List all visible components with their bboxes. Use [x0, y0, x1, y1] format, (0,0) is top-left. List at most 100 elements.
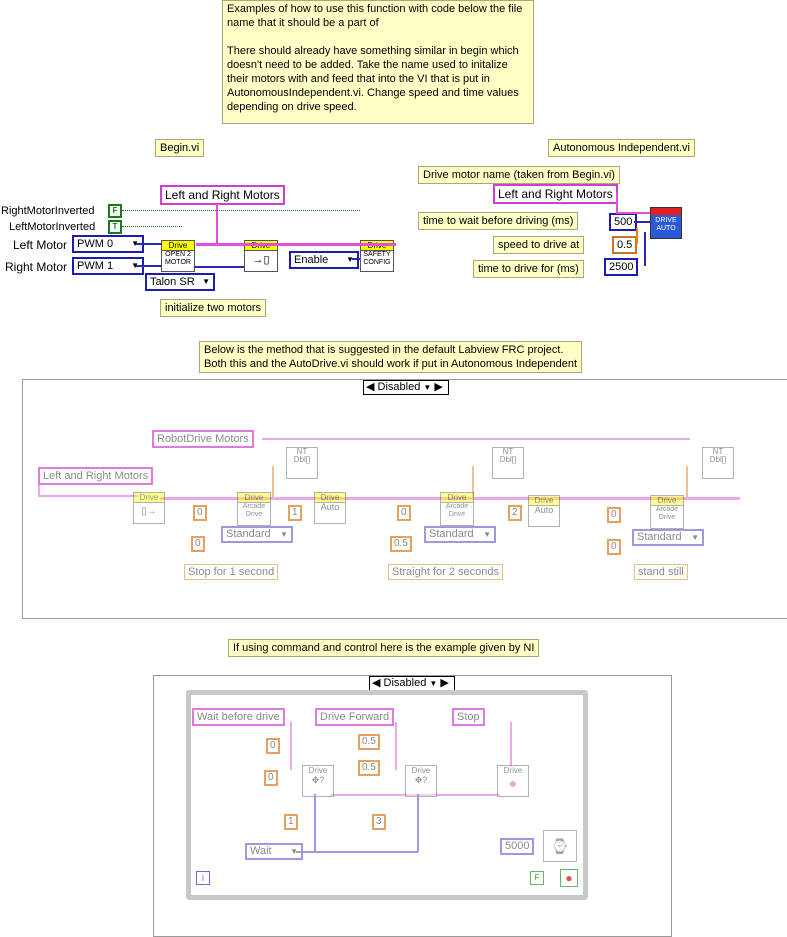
chevron-down-icon: ▼	[346, 255, 354, 264]
safety-enable-select[interactable]: Enable ▼	[289, 251, 359, 269]
pwm-wire	[136, 265, 162, 267]
step3-value-b[interactable]: 0	[607, 539, 621, 555]
refnum-icon: ▯→	[141, 506, 157, 517]
drive-time-input[interactable]: 2500	[604, 258, 639, 276]
arcade-drive-vi-2[interactable]: Drive Arcade Drive	[440, 492, 474, 526]
chevron-down-icon: ▼	[691, 533, 699, 542]
auto-vi-title: Autonomous Independent.vi	[548, 139, 695, 157]
default-case-selector[interactable]: ◀ Disabled ▼ ▶	[363, 380, 449, 395]
drive-auto-vi[interactable]: DRIVE AUTO	[650, 207, 682, 239]
chevron-down-icon: ▼	[131, 237, 139, 251]
chevron-down-icon: ▼	[280, 530, 288, 539]
arcade-drive-vi-1[interactable]: Drive Arcade Drive	[237, 492, 271, 526]
vi-text: Arcade Drive	[445, 503, 469, 518]
wait-enum-select[interactable]: Wait ▼	[245, 843, 303, 860]
decrement-icon: ◀	[366, 381, 375, 393]
step3-label: stand still	[634, 564, 688, 580]
step2-standard-select[interactable]: Standard ▼	[424, 526, 496, 543]
auto-motors-name-constant[interactable]: Left and Right Motors	[493, 184, 618, 204]
cc-pink-wire	[330, 794, 500, 796]
chevron-down-icon: ▼	[290, 847, 298, 856]
initialize-note: initialize two motors	[160, 299, 266, 317]
wait-before-drive-constant[interactable]: Wait before drive	[192, 708, 285, 726]
cc-pink-wire	[510, 722, 512, 766]
step2-value-a[interactable]: 0	[397, 505, 411, 521]
vi-header: Drive	[529, 496, 559, 506]
loop-iteration-terminal: i	[196, 871, 210, 885]
pwm-wire	[136, 243, 162, 245]
motors-wire-dim	[38, 485, 40, 497]
vi-text: Auto	[320, 502, 340, 512]
cc-drive-vi-2[interactable]: Drive ✥?	[405, 765, 437, 797]
speed-input[interactable]: 0.5	[612, 236, 638, 254]
auto-wait-vi-2[interactable]: Drive Auto	[528, 495, 560, 527]
cc-num-1[interactable]: 1	[284, 814, 298, 830]
step1-wait[interactable]: 1	[288, 505, 302, 521]
right-motor-pwm-select[interactable]: PWM 1 ▼	[72, 257, 144, 275]
auto-motors-wire	[616, 212, 650, 214]
increment-icon: ▶	[440, 677, 449, 689]
dropdown-icon: ▼	[423, 383, 432, 392]
chevron-down-icon: ▼	[483, 530, 491, 539]
arcade-drive-vi-3[interactable]: Drive Arcade Drive	[650, 495, 684, 529]
increment-icon: ▶	[434, 381, 443, 393]
command-control-note: If using command and control here is the…	[228, 639, 540, 657]
step3-standard-select[interactable]: Standard ▼	[632, 529, 704, 546]
nt-dbl-vi-2[interactable]: NT Dbl[]	[492, 447, 524, 479]
cc-value-0a[interactable]: 0	[266, 738, 280, 754]
cc-value-0b[interactable]: 0	[264, 770, 278, 786]
cc-enum-wire	[296, 851, 418, 853]
cc-drive-vi-1[interactable]: Drive ✥?	[302, 765, 334, 797]
while-loop	[186, 690, 588, 900]
cc-selector-value: Disabled	[383, 677, 427, 689]
step2-label: Straight for 2 seconds	[388, 564, 504, 580]
motors-wire-dim	[38, 495, 138, 497]
right-pwm-value: PWM 1	[77, 260, 114, 272]
right-motor-inverted-bool[interactable]: F	[108, 204, 122, 218]
default-refnum-get-vi[interactable]: Drive ▯→	[133, 492, 165, 524]
step2-wait[interactable]: 2	[508, 505, 522, 521]
vi-header: Drive	[651, 496, 683, 506]
refnum-wire	[194, 266, 244, 268]
begin-vi-title: Begin.vi	[155, 139, 205, 157]
enable-wire	[352, 258, 360, 260]
controller-type-select[interactable]: Talon SR ▼	[145, 273, 215, 291]
open-2-motor-vi[interactable]: Drive OPEN 2 MOTOR	[161, 240, 195, 272]
wait-ms-icon: ⌚	[543, 830, 577, 862]
standard-value: Standard	[637, 531, 682, 543]
cc-stop-vi[interactable]: Drive ●	[497, 765, 529, 797]
speed-label: speed to drive at	[493, 236, 585, 254]
step1-value-a[interactable]: 0	[193, 505, 207, 521]
motors-wire-dim	[160, 497, 740, 500]
cc-value-05a[interactable]: 0.5	[358, 734, 380, 750]
cc-value-05b[interactable]: 0.5	[358, 760, 380, 776]
drive-auto-text: DRIVE AUTO	[655, 217, 677, 232]
dropdown-icon: ▼	[429, 679, 438, 688]
nt-dbl-vi-3[interactable]: NT Dbl[]	[702, 447, 734, 479]
right-motor-label: Right Motor	[5, 260, 68, 274]
vi-text: Auto	[534, 505, 554, 515]
robotdrive-motors-constant[interactable]: RobotDrive Motors	[152, 430, 254, 448]
vi-header: Drive	[134, 493, 164, 503]
step2-value-b[interactable]: 0.5	[390, 536, 412, 552]
step3-value-a[interactable]: 0	[607, 507, 621, 523]
left-motor-label: Left Motor	[13, 238, 68, 252]
default-motors-name-constant[interactable]: Left and Right Motors	[38, 467, 154, 485]
drive-forward-constant[interactable]: Drive Forward	[315, 708, 395, 726]
stop-bool-constant[interactable]: F	[530, 871, 544, 885]
left-motor-inverted-bool[interactable]: T	[108, 220, 122, 234]
auto-wait-vi-1[interactable]: Drive Auto	[314, 492, 346, 524]
cc-num-3[interactable]: 3	[372, 814, 386, 830]
stop-constant[interactable]: Stop	[452, 708, 485, 726]
step1-standard-select[interactable]: Standard ▼	[221, 526, 293, 543]
nt-dbl-vi-1[interactable]: NT Dbl[]	[286, 447, 318, 479]
nt-wire	[686, 466, 688, 498]
step1-value-b[interactable]: 0	[191, 536, 205, 552]
cc-case-selector[interactable]: ◀ Disabled ▼ ▶	[369, 676, 455, 691]
bool-wire	[122, 210, 360, 211]
left-motor-pwm-select[interactable]: PWM 0 ▼	[72, 235, 144, 253]
ms-wait-input[interactable]: 5000	[500, 838, 535, 855]
loop-stop-terminal[interactable]: ●	[560, 869, 578, 887]
cc-enum-wire	[417, 794, 419, 852]
begin-motors-name-constant[interactable]: Left and Right Motors	[160, 185, 285, 205]
